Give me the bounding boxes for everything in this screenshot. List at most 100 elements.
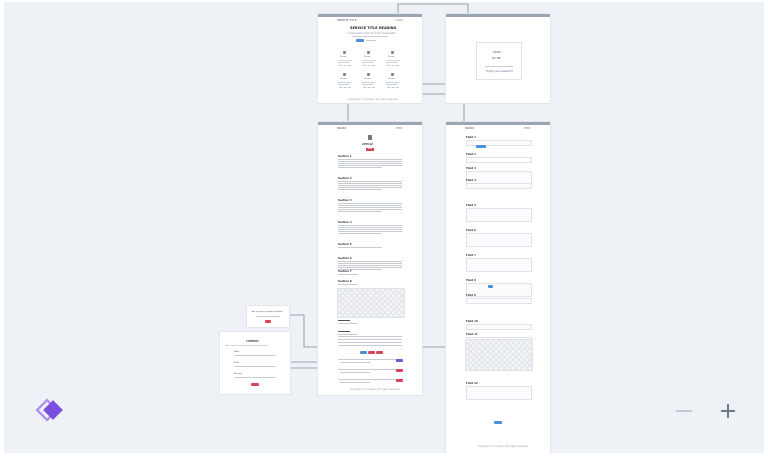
form-field-label: Field 9: [466, 294, 476, 297]
form-field-label: Field 8: [466, 279, 476, 282]
frame-topbar: [318, 14, 422, 17]
small-dialog-ok-button[interactable]: [265, 320, 271, 323]
feature-card[interactable]: Feature: [384, 48, 402, 70]
comment-line: [340, 362, 370, 363]
dialog-field-label: Email: [234, 362, 239, 364]
landing-title: SERVICE TITLE HEADING: [350, 26, 397, 30]
form-field-input[interactable]: [466, 157, 532, 163]
article-text-line: [338, 229, 402, 230]
form-field-input[interactable]: [466, 140, 532, 146]
frame-login-page[interactable]: LOGIN ID / PW Forgot your password?: [446, 14, 550, 103]
small-dialog-line: [256, 316, 280, 317]
form-upload-button[interactable]: [476, 145, 486, 148]
diamond-logo-icon[interactable]: [34, 397, 72, 427]
article-text-line: [338, 207, 402, 208]
feature-card-divider: [339, 87, 351, 89]
feature-card-icon: [343, 51, 346, 54]
comment-action-button[interactable]: [396, 359, 403, 362]
article-text-line: [338, 231, 402, 232]
comment-line: [338, 379, 398, 380]
frame-landing-page[interactable]: WEBSITE TITLE LOGIN SERVICE TITLE HEADIN…: [318, 14, 422, 103]
feature-card-divider: [387, 65, 399, 67]
article-section-heading: Section 5: [338, 243, 352, 246]
form-field-label: Field 4: [466, 179, 476, 182]
form-field-input[interactable]: [466, 283, 532, 297]
form-small-button[interactable]: [488, 285, 493, 288]
form-field-label: Field 10: [466, 320, 478, 323]
feature-card[interactable]: Feature: [336, 70, 354, 92]
feature-card-line: [362, 82, 376, 83]
comment-line: [338, 369, 398, 370]
form-field-label: Field 2: [466, 153, 476, 156]
large-dialog-send-button[interactable]: [251, 383, 259, 386]
comment-action-button[interactable]: [396, 379, 403, 382]
article-button-red[interactable]: [368, 351, 375, 354]
form-field-input[interactable]: [466, 386, 532, 400]
form-submit-button[interactable]: [494, 421, 502, 424]
article-text-line: [338, 183, 402, 184]
form-field-label: Field 3: [466, 167, 476, 170]
feature-card[interactable]: Feature: [384, 70, 402, 92]
feature-card[interactable]: Feature: [360, 48, 378, 70]
feature-card-line: [362, 84, 374, 85]
frame-topbar: [446, 14, 550, 17]
frame-small-dialog[interactable]: Are you sure you want to delete?: [247, 306, 289, 327]
article-nav[interactable]: MENU: [395, 127, 403, 130]
dialog-field-input[interactable]: [234, 366, 276, 367]
article-section-heading: Section 1: [338, 155, 352, 158]
article-text-line: [338, 265, 402, 266]
article-text-line: [338, 187, 402, 188]
landing-header-right[interactable]: LOGIN: [395, 19, 403, 22]
article-text-line: [338, 159, 402, 160]
article-brand: BRAND: [337, 127, 347, 130]
form-field-input[interactable]: [466, 183, 532, 189]
login-input-line[interactable]: [485, 66, 513, 67]
form-field-label: Field 6: [466, 229, 476, 232]
article-text-line: [338, 345, 402, 346]
feature-card-label: Feature: [340, 78, 347, 80]
comment-action-button[interactable]: [396, 369, 403, 372]
article-text-line: [338, 181, 402, 182]
form-nav[interactable]: MENU: [523, 127, 531, 130]
landing-cta-button[interactable]: [356, 39, 364, 42]
dialog-field-input[interactable]: [234, 377, 276, 378]
feature-card[interactable]: Feature: [336, 48, 354, 70]
form-field-input[interactable]: [466, 233, 532, 247]
login-forgot-link[interactable]: Forgot your password?: [486, 70, 514, 73]
feature-card-label: Feature: [340, 56, 347, 58]
article-image: [337, 288, 405, 318]
feature-card-divider: [387, 87, 399, 89]
article-text-line: [338, 323, 358, 324]
feature-card[interactable]: Feature: [360, 70, 378, 92]
form-field-input[interactable]: [466, 258, 532, 272]
article-subheading: [338, 331, 350, 332]
form-field-input[interactable]: [466, 298, 532, 304]
feature-card-divider: [339, 65, 351, 67]
minus-icon[interactable]: [672, 401, 696, 421]
dialog-field-input[interactable]: [234, 355, 276, 356]
article-section-heading: Section 2: [338, 177, 352, 180]
form-field-input[interactable]: [466, 324, 532, 330]
design-canvas[interactable]: WEBSITE TITLE LOGIN SERVICE TITLE HEADIN…: [4, 2, 764, 453]
article-text-line: [338, 163, 402, 164]
article-text-line: [338, 267, 402, 268]
article-footer: Copyright © company. All rights reserved…: [350, 388, 401, 391]
landing-subtitle: Lorem ipsum dolor sit amet consectetur: [348, 32, 396, 35]
feature-card-line: [386, 60, 400, 61]
article-text-line: [338, 205, 402, 206]
large-dialog-subtitle: Please review the following information …: [225, 346, 269, 347]
article-button-blue[interactable]: [360, 351, 367, 354]
frame-topbar: [446, 122, 550, 125]
article-button-red-2[interactable]: [376, 351, 383, 354]
form-field-input[interactable]: [466, 208, 532, 222]
article-text-line: [338, 211, 382, 212]
article-section-heading: Section 7: [338, 270, 352, 273]
feature-card-label: Feature: [364, 78, 371, 80]
article-text-line: [338, 233, 382, 234]
form-image-upload[interactable]: [465, 339, 533, 371]
frame-large-dialog[interactable]: CONFIRM Please review the following info…: [220, 332, 290, 394]
article-section-heading: Section 3: [338, 199, 352, 202]
plus-icon[interactable]: [716, 401, 740, 421]
